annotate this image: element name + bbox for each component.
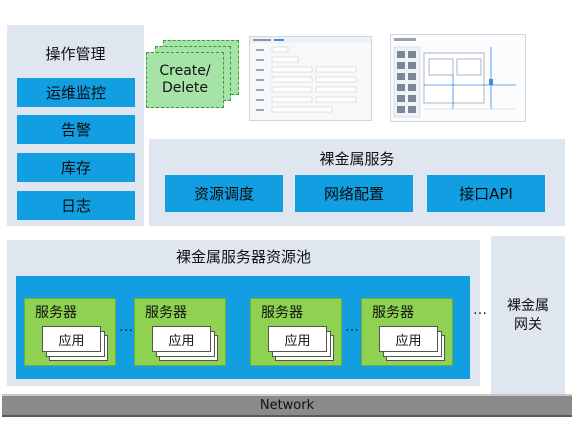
pool-ellipsis-2: … [345, 319, 359, 335]
server-1-app: 应用 [42, 326, 101, 352]
ops-item-alarm[interactable]: 告警 [17, 115, 135, 144]
bm-service-panel: 裸金属服务 资源调度 网络配置 接口API [149, 139, 565, 226]
network-label: Network [259, 398, 315, 413]
gateway-panel: 裸金属 网关 [491, 236, 565, 395]
delete-label: Delete [162, 80, 208, 96]
server-3: 服务器 应用 [250, 298, 342, 366]
console-form-graphic [250, 37, 371, 113]
gateway-label-line1: 裸金属 [507, 297, 549, 314]
console-topology-screenshot [390, 34, 526, 122]
create-delete-card: Create/ Delete [146, 52, 224, 108]
ops-panel: 操作管理 运维监控 告警 库存 日志 [7, 25, 144, 226]
network-bar: Network [2, 394, 572, 417]
gateway-ellipsis: … [473, 302, 487, 318]
server-1: 服务器 应用 [24, 298, 116, 366]
server-2-app: 应用 [152, 326, 211, 352]
server-3-label: 服务器 [261, 305, 303, 321]
bm-service-api[interactable]: 接口API [427, 175, 545, 212]
bm-service-title: 裸金属服务 [319, 150, 395, 168]
bm-service-network-config[interactable]: 网络配置 [295, 175, 413, 212]
bm-service-scheduling[interactable]: 资源调度 [165, 175, 283, 212]
create-label: Create/ [159, 63, 211, 79]
pool-ellipsis-1: … [119, 319, 133, 335]
ops-item-monitoring[interactable]: 运维监控 [17, 78, 135, 107]
server-3-app: 应用 [268, 326, 327, 352]
resource-pool-container: 服务器 应用 … 服务器 应用 服务器 应用 … 服务器 应用 [16, 276, 470, 379]
resource-pool-panel: 裸金属服务器资源池 服务器 应用 … 服务器 应用 服务器 应用 … 服务器 [7, 240, 480, 386]
resource-pool-title: 裸金属服务器资源池 [175, 248, 311, 266]
ops-title: 操作管理 [45, 45, 106, 63]
server-1-label: 服务器 [35, 305, 77, 321]
gateway-label-line2: 网关 [514, 316, 542, 333]
server-4: 服务器 应用 [361, 298, 453, 366]
server-4-app: 应用 [379, 326, 438, 352]
server-4-label: 服务器 [372, 305, 414, 321]
console-topology-graphic [393, 38, 516, 118]
ops-item-inventory[interactable]: 库存 [17, 153, 135, 182]
server-2-label: 服务器 [145, 305, 187, 321]
server-2: 服务器 应用 [134, 298, 226, 366]
ops-item-log[interactable]: 日志 [17, 191, 135, 220]
console-form-screenshot [249, 36, 372, 121]
